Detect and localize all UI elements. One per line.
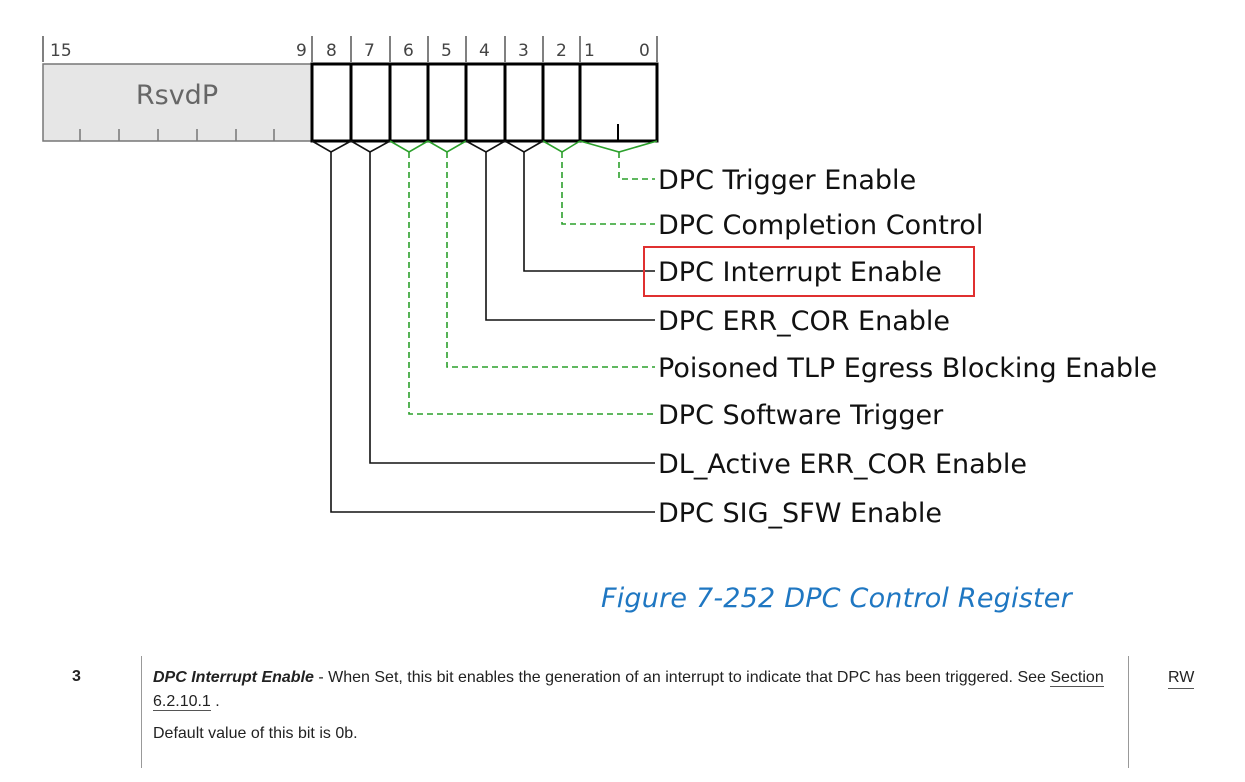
leader-bit-4 bbox=[485, 152, 655, 321]
leader-lines bbox=[330, 152, 655, 513]
leader-bit-8 bbox=[330, 152, 655, 513]
field-label-dpc-sig-sfw-enable: DPC SIG_SFW Enable bbox=[658, 498, 942, 529]
bit-description: DPC Interrupt Enable - When Set, this bi… bbox=[153, 666, 1118, 746]
section-link[interactable]: Section 6.2.10.1 bbox=[153, 669, 1104, 711]
bit-number-3: 3 bbox=[518, 41, 529, 61]
description-paragraph: DPC Interrupt Enable - When Set, this bi… bbox=[153, 666, 1118, 714]
bit-description-row: 3 DPC Interrupt Enable - When Set, this … bbox=[0, 648, 1245, 768]
bit-location: 3 bbox=[72, 668, 81, 685]
column-divider-right bbox=[1128, 656, 1129, 768]
bit-number-5: 5 bbox=[441, 41, 452, 61]
field-label-dl-active-err-cor-enable: DL_Active ERR_COR Enable bbox=[658, 449, 1027, 480]
leader-bit-5 bbox=[446, 152, 655, 368]
default-value-text: Default value of this bit is 0b. bbox=[153, 725, 358, 742]
field-label-dpc-interrupt-enable: DPC Interrupt Enable bbox=[658, 257, 942, 288]
description-text: - When Set, this bit enables the generat… bbox=[313, 669, 1051, 686]
bit-number-1: 1 bbox=[584, 41, 595, 61]
bit-number-0: 0 bbox=[639, 41, 650, 61]
leader-bit-6 bbox=[408, 152, 655, 415]
field-label-poisoned-tlp-egress-blocking-enable: Poisoned TLP Egress Blocking Enable bbox=[658, 353, 1157, 384]
bit-number-7: 7 bbox=[364, 41, 375, 61]
column-divider-left bbox=[141, 656, 142, 768]
leader-bit-3 bbox=[523, 152, 655, 272]
highlight-box bbox=[643, 246, 975, 297]
attribute-link[interactable]: RW bbox=[1168, 668, 1195, 689]
leader-bit-7 bbox=[369, 152, 655, 464]
bit-cells bbox=[310, 62, 659, 143]
bit-number-4: 4 bbox=[479, 41, 490, 61]
reserved-field: RsvdP bbox=[42, 63, 313, 142]
figure-caption: Figure 7-252 DPC Control Register bbox=[601, 583, 1072, 614]
bit-number-bar bbox=[42, 36, 658, 62]
field-label-dpc-completion-control: DPC Completion Control bbox=[658, 210, 983, 241]
bit-number-6: 6 bbox=[403, 41, 414, 61]
bit-numbers: 15 9 8 7 6 5 4 3 2 1 0 bbox=[50, 41, 650, 61]
field-label-dpc-err-cor-enable: DPC ERR_COR Enable bbox=[658, 306, 950, 337]
bit-number-2: 2 bbox=[556, 41, 567, 61]
description-text-end: . bbox=[210, 693, 220, 710]
leader-bit-2 bbox=[561, 152, 655, 225]
bit-number-9: 9 bbox=[296, 41, 307, 61]
register-diagram: 15 9 8 7 6 5 4 3 2 1 0 RsvdP bbox=[42, 36, 1157, 529]
field-brackets bbox=[311, 140, 658, 153]
bit-number-15: 15 bbox=[50, 41, 72, 61]
bit-number-8: 8 bbox=[326, 41, 337, 61]
field-labels: DPC Trigger Enable DPC Completion Contro… bbox=[658, 165, 1157, 529]
description-term: DPC Interrupt Enable bbox=[153, 669, 314, 686]
reserved-field-label: RsvdP bbox=[136, 80, 218, 111]
field-label-dpc-trigger-enable: DPC Trigger Enable bbox=[658, 165, 916, 196]
leader-bit-1-0 bbox=[618, 152, 655, 180]
field-label-dpc-software-trigger: DPC Software Trigger bbox=[658, 400, 944, 431]
